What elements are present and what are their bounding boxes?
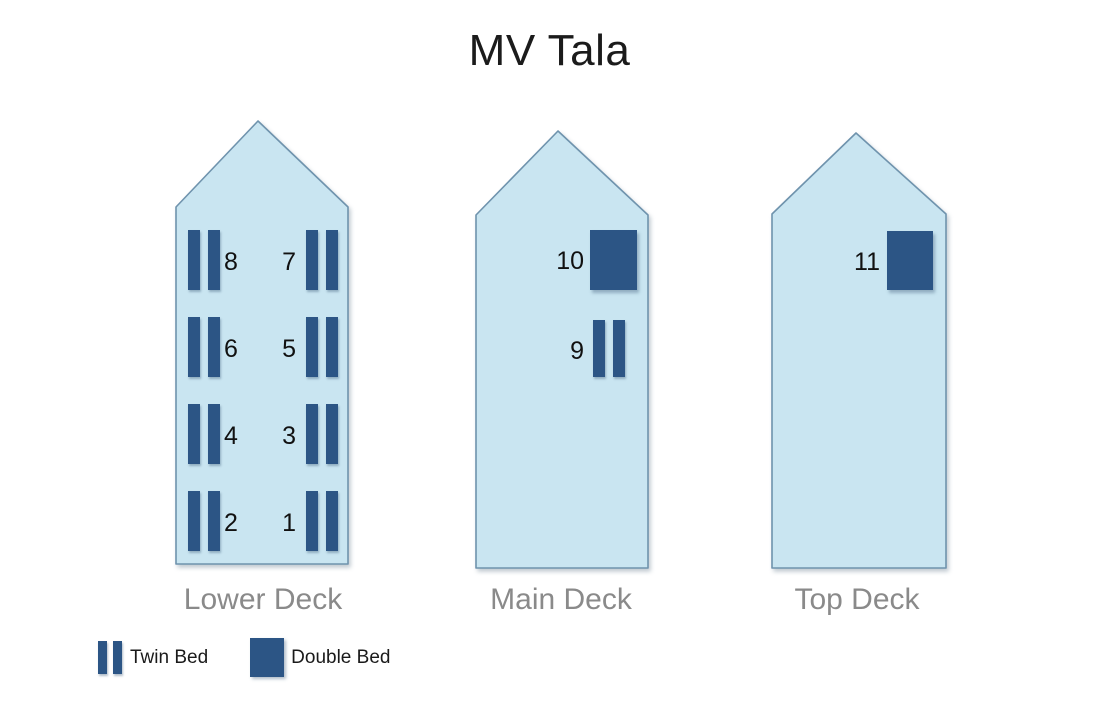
twin-bar — [326, 317, 338, 377]
cabin-number-6: 6 — [224, 335, 238, 363]
cabin-number-8: 8 — [224, 248, 238, 276]
page-title: MV Tala — [468, 26, 631, 75]
bed-double-cabin-10 — [590, 230, 637, 290]
twin-bar — [613, 320, 625, 377]
bed-twin-cabin-1 — [306, 491, 338, 551]
twin-bar — [306, 230, 318, 290]
cabin-number-2: 2 — [224, 509, 238, 537]
twin-bar — [306, 317, 318, 377]
twin-bar — [188, 317, 200, 377]
legend-label-twin-bed: Twin Bed — [130, 646, 209, 668]
bed-twin-cabin-7 — [306, 230, 338, 290]
twin-bar — [208, 317, 220, 377]
deck-label-top: Top Deck — [794, 583, 920, 616]
cabin-number-1: 1 — [282, 509, 296, 537]
twin-bar — [306, 491, 318, 551]
cabin-number-10: 10 — [556, 247, 584, 275]
cabin-number-4: 4 — [224, 422, 238, 450]
twin-bar — [188, 491, 200, 551]
bed-twin-cabin-9 — [593, 320, 625, 377]
deck-main: 10 9 — [470, 127, 652, 573]
bed-twin-cabin-3 — [306, 404, 338, 464]
legend-spacer — [208, 657, 250, 658]
twin-bar — [98, 641, 107, 674]
bed-twin-cabin-2 — [188, 491, 220, 551]
bed-twin-cabin-5 — [306, 317, 338, 377]
bed-twin-cabin-6 — [188, 317, 220, 377]
bed-twin-cabin-8 — [188, 230, 220, 290]
deck-label-lower: Lower Deck — [183, 583, 343, 616]
deck-top-outline — [771, 132, 947, 569]
legend: Twin Bed Double Bed — [98, 638, 390, 677]
twin-bar — [208, 491, 220, 551]
twin-bar — [326, 491, 338, 551]
cabin-number-3: 3 — [282, 422, 296, 450]
legend-item-double-bed: Double Bed — [250, 638, 390, 677]
twin-bar — [188, 230, 200, 290]
twin-bed-icon — [98, 641, 122, 674]
cabin-number-11: 11 — [854, 248, 880, 276]
legend-label-double-bed: Double Bed — [291, 646, 391, 668]
cabin-number-7: 7 — [282, 248, 296, 276]
cabin-number-9: 9 — [570, 337, 584, 365]
double-bed-icon — [250, 638, 285, 677]
twin-bar — [326, 230, 338, 290]
bed-double-cabin-11 — [887, 231, 933, 290]
twin-bar — [188, 404, 200, 464]
twin-bar — [306, 404, 318, 464]
twin-bar — [593, 320, 605, 377]
bed-twin-cabin-4 — [188, 404, 220, 464]
twin-bar — [113, 641, 122, 674]
cabin-number-5: 5 — [282, 335, 296, 363]
legend-item-twin-bed: Twin Bed — [98, 641, 208, 674]
twin-bar — [208, 404, 220, 464]
deck-top: 11 — [766, 129, 948, 573]
deck-lower: 8 7 6 5 4 3 — [172, 117, 354, 569]
twin-bar — [208, 230, 220, 290]
deck-label-main: Main Deck — [490, 583, 632, 616]
twin-bar — [326, 404, 338, 464]
